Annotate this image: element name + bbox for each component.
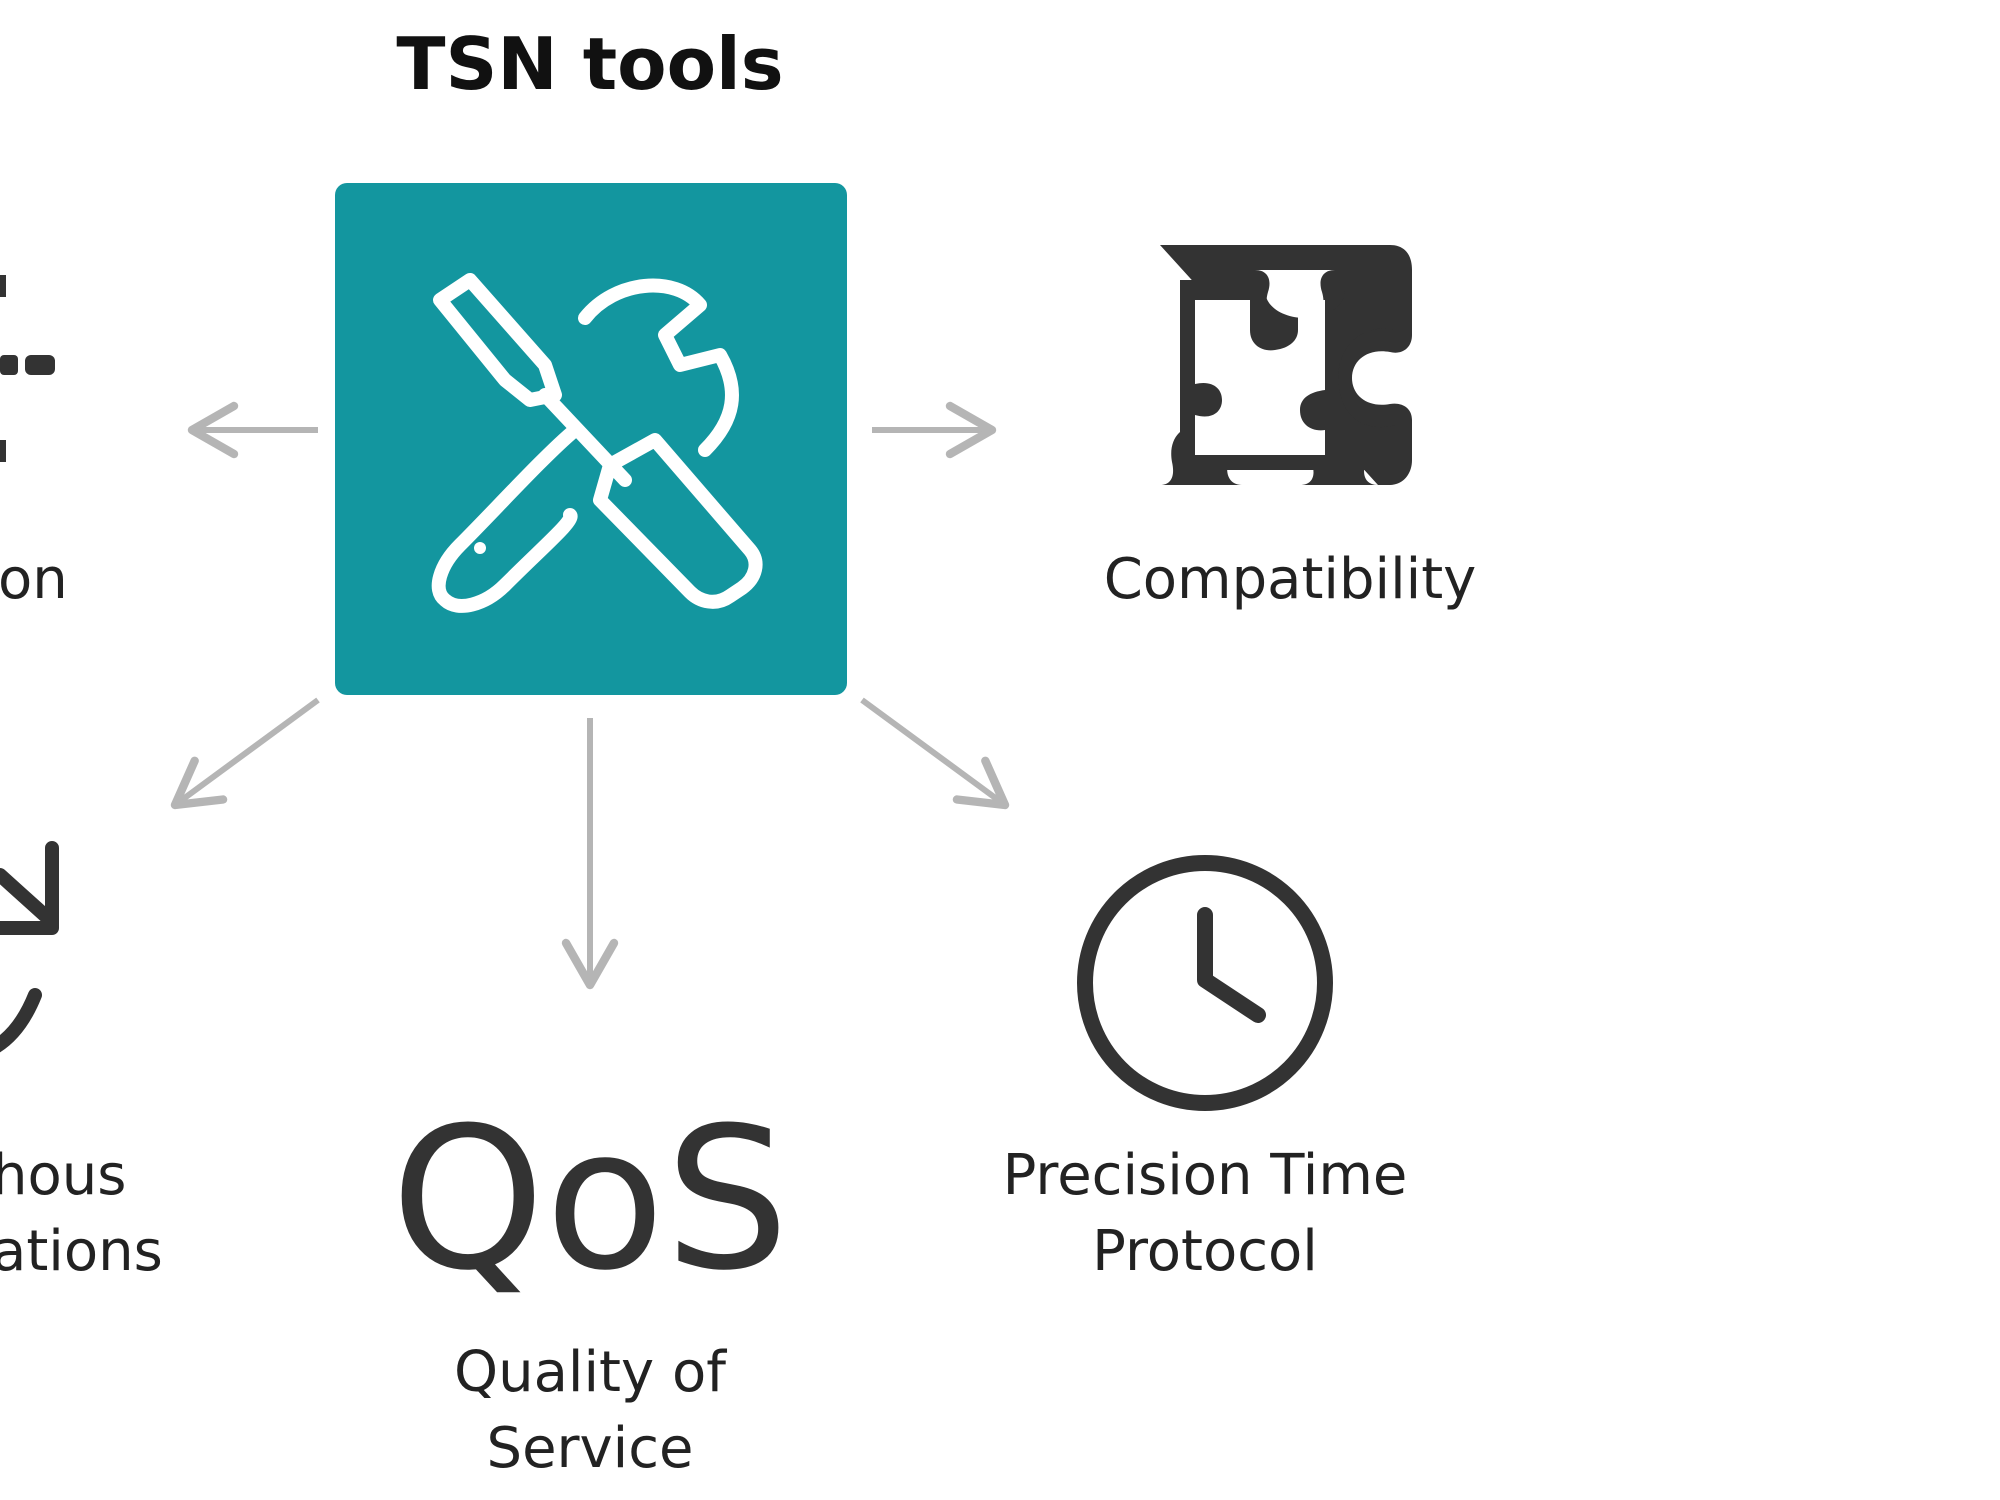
ptp-label-line-1: Precision Time <box>1002 1143 1408 1208</box>
arrow-to-left-bottom <box>170 697 320 810</box>
qos-label: Quality of Service <box>390 1335 790 1487</box>
ptp-label-line-2: Protocol <box>1092 1219 1318 1284</box>
ptp-label: Precision Time Protocol <box>985 1138 1425 1290</box>
left-bottom-label-line-2: ations <box>0 1219 163 1284</box>
left-bottom-label-line-1: hous <box>0 1143 127 1208</box>
clock-icon <box>1077 855 1333 1111</box>
qos-mark: QoS <box>390 1086 790 1314</box>
arrow-to-ptp <box>860 697 1010 810</box>
partial-sync-arrows-icon <box>0 841 59 1052</box>
qos-label-line-1: Quality of <box>454 1340 726 1405</box>
diagram-title: TSN tools <box>396 22 784 106</box>
left-bottom-label: hous ations <box>0 1138 192 1290</box>
wrench-screwdriver-icon <box>431 273 763 613</box>
left-top-label: on <box>0 547 68 612</box>
puzzle-icon <box>1160 245 1412 485</box>
center-hub <box>335 183 847 695</box>
qos-label-line-2: Service <box>486 1416 694 1481</box>
partial-network-icon <box>0 275 55 462</box>
compatibility-label: Compatibility <box>1103 547 1477 612</box>
